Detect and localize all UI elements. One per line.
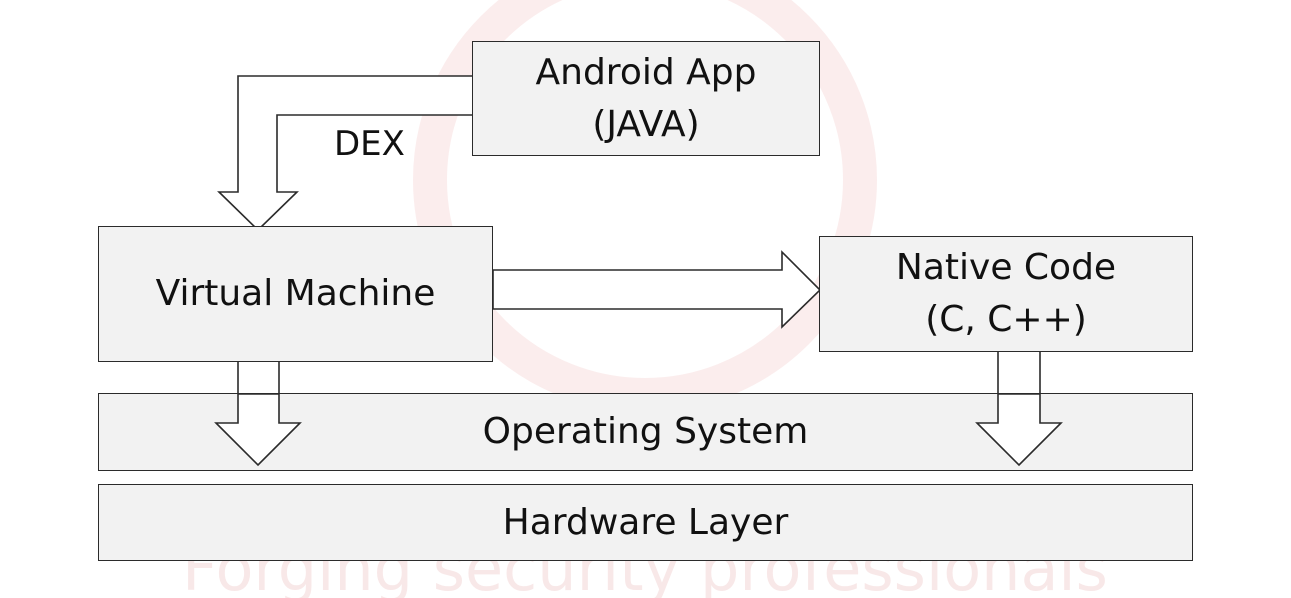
dex-label: DEX — [334, 124, 405, 164]
native-code-box: Native Code (C, C++) — [819, 236, 1193, 352]
android-app-language: (JAVA) — [592, 103, 700, 145]
operating-system-box: Operating System — [98, 393, 1193, 471]
hardware-layer-label: Hardware Layer — [502, 501, 789, 543]
android-app-box: Android App (JAVA) — [472, 41, 820, 156]
operating-system-label: Operating System — [482, 411, 809, 452]
hardware-layer-box: Hardware Layer — [98, 484, 1193, 561]
virtual-machine-box: Virtual Machine — [98, 226, 493, 362]
android-app-title: Android App — [535, 51, 757, 93]
native-code-title: Native Code — [895, 247, 1117, 288]
native-code-languages: (C, C++) — [925, 299, 1087, 340]
dex-arrow — [217, 75, 474, 232]
virtual-machine-label: Virtual Machine — [155, 273, 436, 314]
vm-to-native-arrow — [492, 250, 822, 329]
